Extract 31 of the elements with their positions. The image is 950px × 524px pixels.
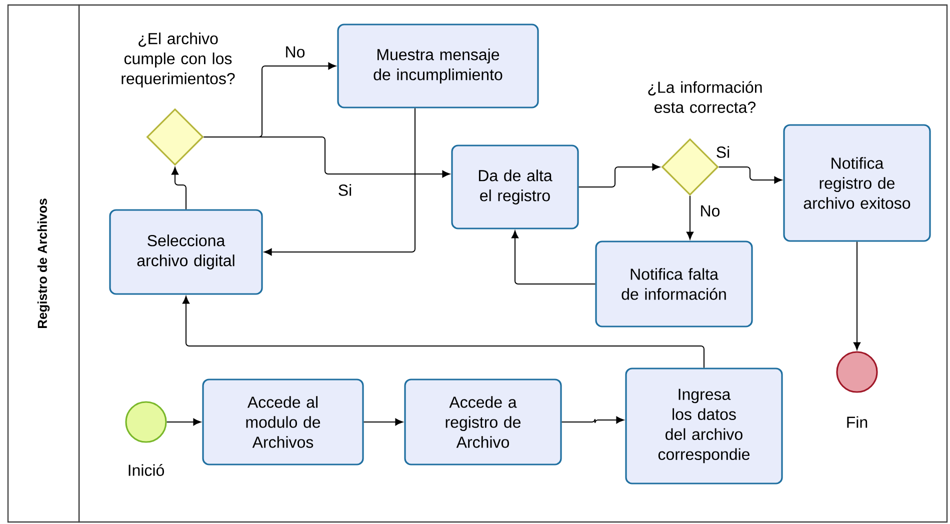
node-caption: ¿La información esta correcta? — [648, 81, 762, 113]
task-box: Da de alta el registro — [451, 144, 579, 230]
arrow — [686, 195, 694, 240]
edge-label: Si — [336, 183, 354, 197]
task-box: Accede a registro de Archivo — [404, 378, 562, 466]
task-box: Notifica registro de archivo exitoso — [783, 124, 931, 242]
arrow — [264, 108, 416, 256]
task-box: Accede al modulo de Archivos — [202, 378, 364, 466]
event-circle — [125, 401, 167, 443]
node-caption: Fin — [847, 416, 868, 428]
event-circle — [836, 351, 878, 393]
edge-label: No — [698, 204, 722, 218]
task-box: Muestra mensaje de incumplimiento — [337, 24, 539, 108]
arrow — [853, 241, 861, 350]
edge-label: Si — [714, 145, 732, 159]
edge-label: No — [284, 45, 306, 59]
arrow — [203, 136, 450, 178]
arrow — [718, 166, 782, 184]
task-box: Selecciona archivo digital — [109, 209, 263, 295]
task-box: Ingresa los datos del archivo correspondie — [625, 368, 783, 484]
arrow — [363, 418, 403, 426]
node-caption: ¿El archivo cumple con los requerimientos? — [122, 32, 235, 88]
arrow — [511, 230, 596, 284]
arrow — [578, 163, 660, 188]
task-box: Notifica falta de información — [595, 240, 753, 328]
node-caption: Inició — [128, 464, 164, 476]
arrow — [171, 167, 186, 210]
arrow — [182, 296, 704, 368]
arrow — [166, 418, 201, 426]
lane-header: Registro de Archivos — [7, 4, 80, 523]
arrow — [561, 416, 624, 424]
